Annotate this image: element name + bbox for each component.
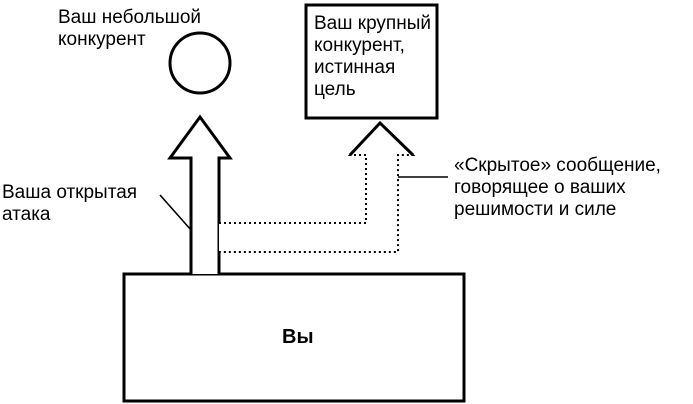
- you-box: [122, 272, 466, 403]
- open-attack-leader: [159, 194, 192, 231]
- hidden-message-label: «Скрытое» сообщение, говорящее о ваших р…: [454, 155, 661, 220]
- open-attack-arrow: [167, 114, 233, 274]
- small-competitor-label: Ваш небольшой конкурент: [58, 7, 202, 50]
- you-label: Вы: [282, 326, 314, 348]
- large-competitor-label: Ваш крупный конкурент, истинная цель: [314, 13, 431, 100]
- hidden-message-arrowhead: [348, 120, 415, 157]
- large-competitor-box: [304, 3, 439, 120]
- small-competitor-circle: [168, 31, 232, 95]
- hidden-message-arrow: [219, 121, 416, 253]
- open-attack-label: Ваша открытая атака: [2, 182, 138, 225]
